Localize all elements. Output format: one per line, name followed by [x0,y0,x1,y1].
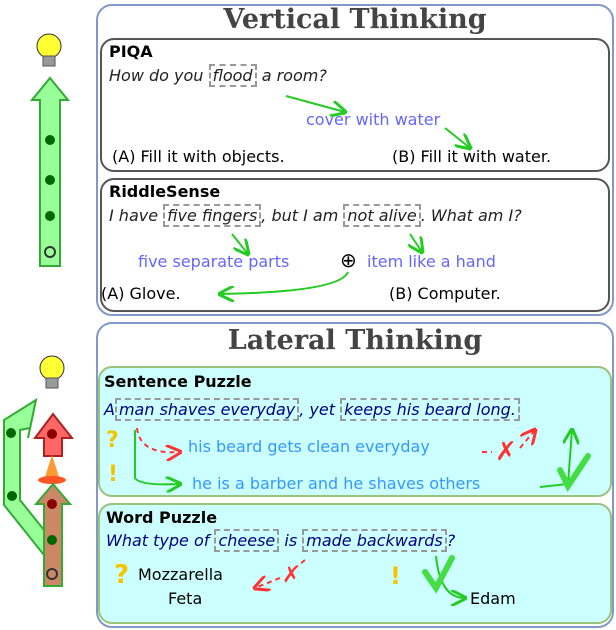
arrow [435,555,465,598]
lightbulb-icon [36,33,62,67]
wrong-answer-2: Feta [168,589,203,608]
q-text: . What am I? [420,206,522,225]
riddlesense-question: I have five fingers, but I am not alive.… [109,204,522,227]
q-key-beard-long: keeps his beard long. [340,398,520,421]
q-text: A [104,400,115,419]
riddlesense-option-b: (B) Computer. [389,284,501,303]
q-text: How do you [109,66,204,85]
right-answer: Edam [470,589,516,608]
riddlesense-hint-1: five separate parts [138,252,290,271]
arrow [410,233,422,252]
riddlesense-label: RiddleSense [109,182,221,201]
lightbulb-icon [39,355,65,389]
arrow [231,233,248,254]
question-mark-icon: ? [106,428,119,453]
arrow [134,430,180,484]
q-key-not-alive: not alive [343,204,421,227]
piqa-option-a: (A) Fill it with objects. [112,147,285,166]
word-puzzle-label: Word Puzzle [106,508,218,527]
exclamation-icon: ! [390,562,401,590]
q-key-made-backwards: made backwards [302,529,447,552]
q-text: , but I am [261,206,339,225]
q-text: What type of [106,531,210,550]
vertical-arrow-icon [29,76,71,267]
exclamation-icon: ! [108,462,119,487]
riddlesense-hint-2: item like a hand [367,252,496,271]
q-text: is [284,531,298,550]
piqa-question: How do you flood a room? [109,64,327,87]
lateral-arrow-icon [3,397,75,587]
q-text: , yet [299,400,335,419]
word-puzzle-box [98,503,612,624]
arrow [255,559,306,588]
q-text: a room? [261,66,327,85]
q-text: I have [109,206,159,225]
piqa-option-b: (B) Fill it with water. [392,147,552,166]
wrong-answer-1: Mozzarella [138,565,223,584]
arrow [285,95,345,112]
sentence-puzzle-label: Sentence Puzzle [104,372,252,391]
right-hint: he is a barber and he shaves others [192,474,481,493]
question-mark-icon: ? [114,560,130,590]
lateral-title: Lateral Thinking [227,325,483,356]
arrow [482,430,535,453]
riddlesense-option-a: (A) Glove. [101,284,181,303]
vertical-title: Vertical Thinking [223,4,487,35]
piqa-box [100,38,610,172]
cross-icon: ✗ [282,563,300,588]
arrow [136,427,180,452]
piqa-label: PIQA [109,42,153,61]
q-key-flood: flood [208,64,257,87]
wrong-hint: his beard gets clean everyday [188,437,430,456]
arrow [444,127,470,148]
q-key-five-fingers: five fingers [163,204,262,227]
cross-icon: ✗ [495,437,517,467]
q-key-man-shaves: man shaves everyday [114,398,300,421]
combine-icon: ⊕ [340,248,357,272]
q-key-cheese: cheese [214,529,280,552]
vertical-panel [96,4,614,316]
arrow [220,271,349,294]
word-question: What type of cheese is made backwards? [106,529,456,552]
check-icon [557,453,591,492]
q-text: ? [446,531,456,550]
lateral-panel [96,322,614,628]
check-icon [422,555,455,594]
riddlesense-box [100,178,610,312]
